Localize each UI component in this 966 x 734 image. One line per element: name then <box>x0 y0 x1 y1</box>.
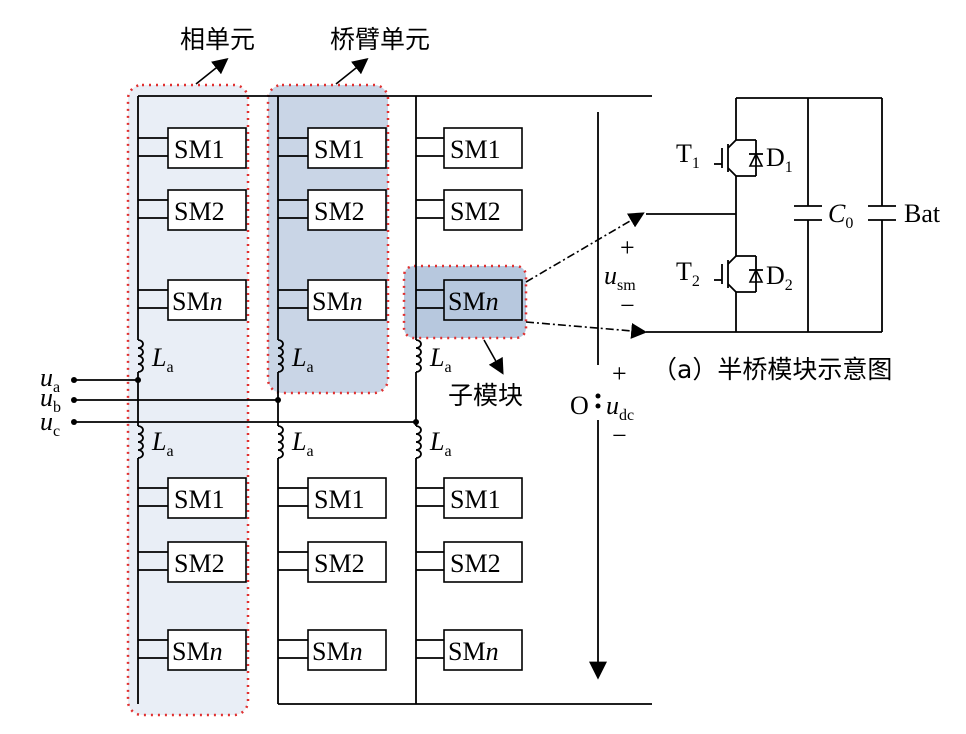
svg-text:La: La <box>151 427 174 460</box>
bat-label: Bat <box>904 199 941 228</box>
usm-plus: + <box>620 233 635 262</box>
svg-text:SMn: SMn <box>312 287 363 316</box>
d1-label: D1 <box>766 143 793 176</box>
sm-c-lower-1: SM1 <box>416 477 523 519</box>
ac-input-lines <box>71 377 419 425</box>
svg-text:SM2: SM2 <box>450 549 501 578</box>
svg-text:SMn: SMn <box>172 287 223 316</box>
sm-a-lower-2: SM2 <box>138 541 247 583</box>
phase-unit-label: 相单元 <box>180 25 255 54</box>
usm-minus: − <box>620 291 635 320</box>
half-bridge-schematic <box>646 97 896 333</box>
svg-text:SM1: SM1 <box>314 135 365 164</box>
svg-text:SM2: SM2 <box>314 197 365 226</box>
svg-text:La: La <box>429 343 452 376</box>
arm-unit-label: 桥臂单元 <box>330 25 430 54</box>
submodule-arrow <box>483 339 504 375</box>
sm-b-upper-n: SMn <box>278 279 387 321</box>
igbt-t2 <box>714 246 764 302</box>
t2-label: T2 <box>676 257 700 290</box>
svg-text:SM2: SM2 <box>174 549 225 578</box>
sm-c-upper-2: SM2 <box>416 189 523 231</box>
svg-text:SM2: SM2 <box>314 549 365 578</box>
input-ua: ua <box>40 363 60 396</box>
sm-a-lower-1: SM1 <box>138 477 247 519</box>
sm-b-upper-2: SM2 <box>278 189 387 231</box>
svg-text:La: La <box>429 427 452 460</box>
submodule-label: 子模块 <box>448 381 523 410</box>
svg-text:SM2: SM2 <box>174 197 225 226</box>
t1-label: T1 <box>676 139 700 172</box>
submodules: SM1 SM2 SMn SM1 SM2 SMn SM1 SM2 SMn SM1 … <box>138 127 523 671</box>
inductor-labels: La La La La La La <box>151 343 452 460</box>
midpoint-o: O <box>570 391 589 420</box>
sm-c-lower-n: SMn <box>416 629 523 671</box>
svg-text:La: La <box>291 427 314 460</box>
svg-text:SM2: SM2 <box>450 197 501 226</box>
midpoint-dot-1 <box>595 393 601 399</box>
svg-text:La: La <box>291 343 314 376</box>
svg-text:SMn: SMn <box>448 287 499 316</box>
udc-plus: + <box>612 359 627 388</box>
midpoint-dot-2 <box>595 403 601 409</box>
svg-text:SM1: SM1 <box>314 485 365 514</box>
half-bridge-caption: （a）半桥模块示意图 <box>652 355 892 384</box>
inductor-coils <box>137 339 422 459</box>
zoom-connector-bottom <box>525 321 648 339</box>
arm-unit-arrow <box>335 58 369 85</box>
sm-b-lower-n: SMn <box>278 629 387 671</box>
sm-c-upper-n: SMn <box>416 279 523 321</box>
svg-text:SM1: SM1 <box>174 485 225 514</box>
sm-c-lower-2: SM2 <box>416 541 523 583</box>
svg-text:SM1: SM1 <box>174 135 225 164</box>
phase-unit-arrow <box>195 58 229 85</box>
sm-a-upper-n: SMn <box>138 279 247 321</box>
udc-minus: − <box>612 421 627 450</box>
sm-a-upper-2: SM2 <box>138 189 247 231</box>
sm-a-lower-n: SMn <box>138 629 247 671</box>
sm-b-lower-1: SM1 <box>278 477 387 519</box>
sm-c-upper-1: SM1 <box>416 127 523 169</box>
udc-label: udc <box>606 391 634 424</box>
svg-text:SMn: SMn <box>312 637 363 666</box>
svg-text:SMn: SMn <box>172 637 223 666</box>
svg-text:SM1: SM1 <box>450 485 501 514</box>
svg-text:La: La <box>151 343 174 376</box>
input-ub: ub <box>40 383 61 416</box>
svg-text:SMn: SMn <box>448 637 499 666</box>
svg-text:SM1: SM1 <box>450 135 501 164</box>
zoom-connector-top <box>525 212 645 283</box>
d2-label: D2 <box>766 261 793 294</box>
usm-label: usm <box>604 261 636 294</box>
sm-b-upper-1: SM1 <box>278 127 387 169</box>
sm-a-upper-1: SM1 <box>138 127 247 169</box>
input-uc: uc <box>40 407 60 440</box>
c0-label: C0 <box>828 199 853 232</box>
sm-b-lower-2: SM2 <box>278 541 387 583</box>
igbt-t1 <box>714 130 764 186</box>
